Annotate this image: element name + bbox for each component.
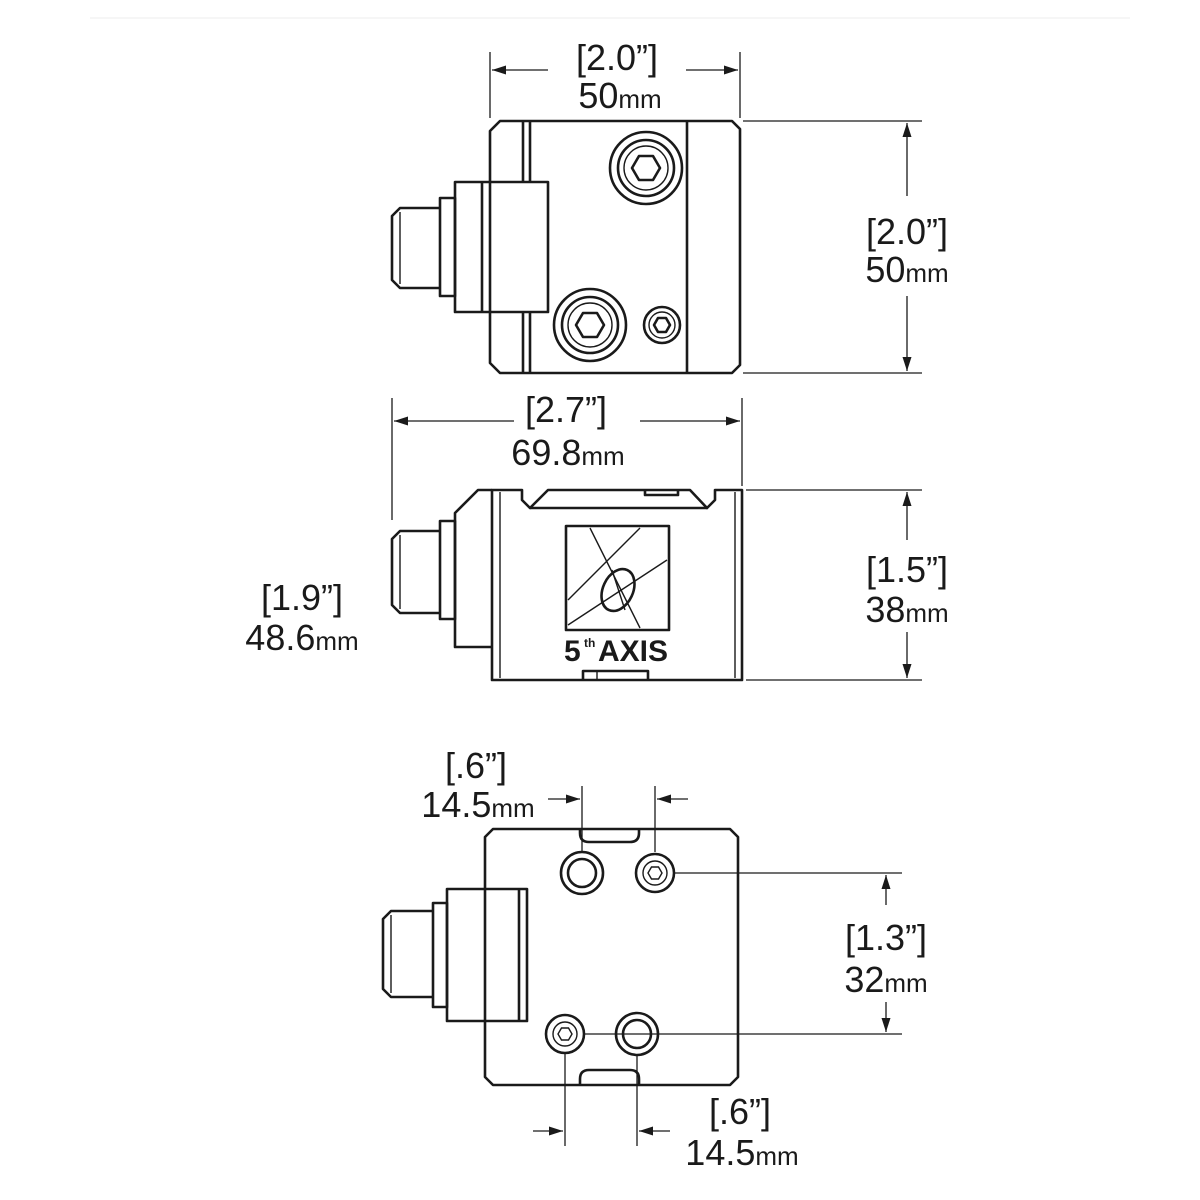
top-width-inch: [2.0”] [576,37,658,78]
bottom-hole-spacing-mm: 32mm [844,959,927,1000]
dim-side-height: [1.5”] 38mm [746,489,949,681]
5th-axis-logo: 5 th AXIS [564,524,671,668]
side-width-inch: [2.7”] [525,389,607,430]
side-overall-mm: 48.6mm [245,617,358,658]
logo-word: AXIS [598,635,668,668]
dim-top-width: [2.0”] 50mm [489,37,741,118]
side-view: 5 th AXIS [390,488,744,682]
bottom-lower-offset-inch: [.6”] [709,1091,771,1132]
bottom-top-offset-inch: [.6”] [445,745,507,786]
bottom-hole-spacing-inch: [1.3”] [845,917,927,958]
side-width-mm: 69.8mm [511,432,624,473]
side-overall-inch: [1.9”] [261,577,343,618]
side-height-inch: [1.5”] [866,549,948,590]
set-screw-icon [642,305,682,345]
cap-screw-lower-icon [552,287,628,363]
tapped-hole-upper-right-icon [634,852,676,894]
dim-top-height: [2.0”] 50mm [743,120,949,374]
dim-side-width: [2.7”] 69.8mm [391,389,743,520]
top-view [390,119,742,375]
logo-number: 5 [564,635,581,668]
logo-superscript: th [584,636,595,650]
dim-bottom-lower-offset: [.6”] 14.5mm [533,1054,799,1173]
cap-screw-upper-icon [608,130,684,206]
bottom-lower-offset-mm: 14.5mm [685,1132,798,1173]
bottom-top-offset-mm: 14.5mm [421,784,534,825]
tapped-hole-lower-left-icon [544,1013,586,1055]
top-height-inch: [2.0”] [866,211,948,252]
side-height-mm: 38mm [865,589,948,630]
bottom-view [381,827,740,1087]
dim-side-overall: [1.9”] 48.6mm [245,577,358,658]
top-width-mm: 50mm [578,75,661,116]
counterbore-upper-left-icon [559,850,605,896]
top-height-mm: 50mm [865,249,948,290]
dim-bottom-hole-spacing: [1.3”] 32mm [585,872,928,1035]
dim-bottom-top-offset: [.6”] 14.5mm [421,745,688,852]
